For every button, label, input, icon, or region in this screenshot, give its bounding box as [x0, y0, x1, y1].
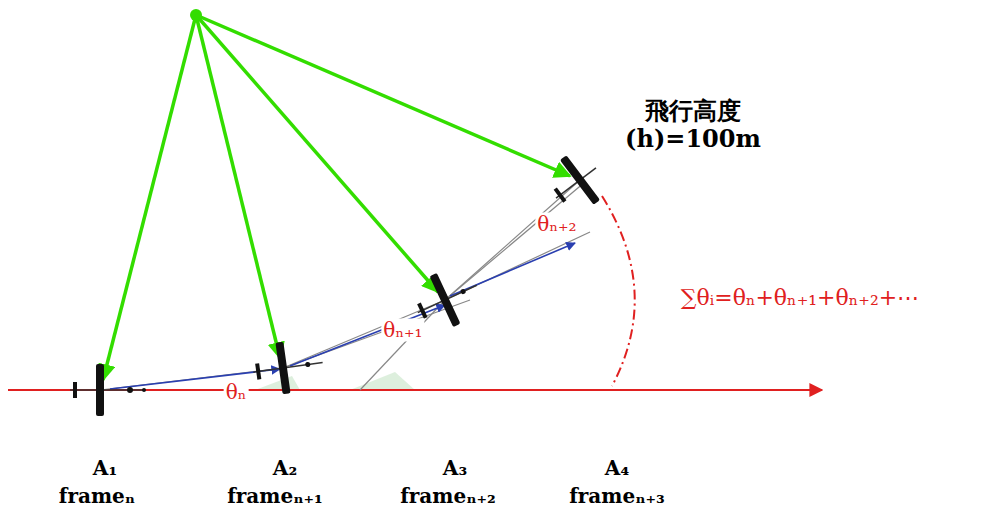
angle-sum-arc [602, 196, 635, 386]
aircraft-label: A₃ [441, 457, 469, 480]
sight-line [103, 15, 570, 380]
angle-label: θₙ₊₁ [381, 319, 424, 342]
aircraft-label: A₄ [603, 457, 631, 480]
frame-label: frameₙ₊₂ [398, 485, 498, 508]
angle-label: θₙ₊₂ [535, 213, 578, 236]
flight-path [100, 180, 590, 390]
height-note: 飛行高度 (h)=100m [616, 97, 770, 152]
aircraft [539, 146, 613, 221]
angle-label: θₙ [224, 381, 249, 404]
frame-label: frameₙ [57, 485, 137, 508]
angle-shade [255, 376, 300, 390]
frame-label: frameₙ₊₃ [567, 485, 667, 508]
angle-shade [350, 372, 415, 390]
frame-label: frameₙ₊₁ [225, 485, 325, 508]
aircraft-label: A₂ [271, 457, 299, 480]
angle-sum-formula: ∑θᵢ=θₙ+θₙ₊₁+θₙ₊₂+⋯ [679, 285, 921, 310]
aircraft [250, 337, 327, 398]
aircraft-label: A₁ [91, 457, 119, 480]
heading-arrow [110, 243, 575, 389]
aircraft [70, 364, 146, 416]
